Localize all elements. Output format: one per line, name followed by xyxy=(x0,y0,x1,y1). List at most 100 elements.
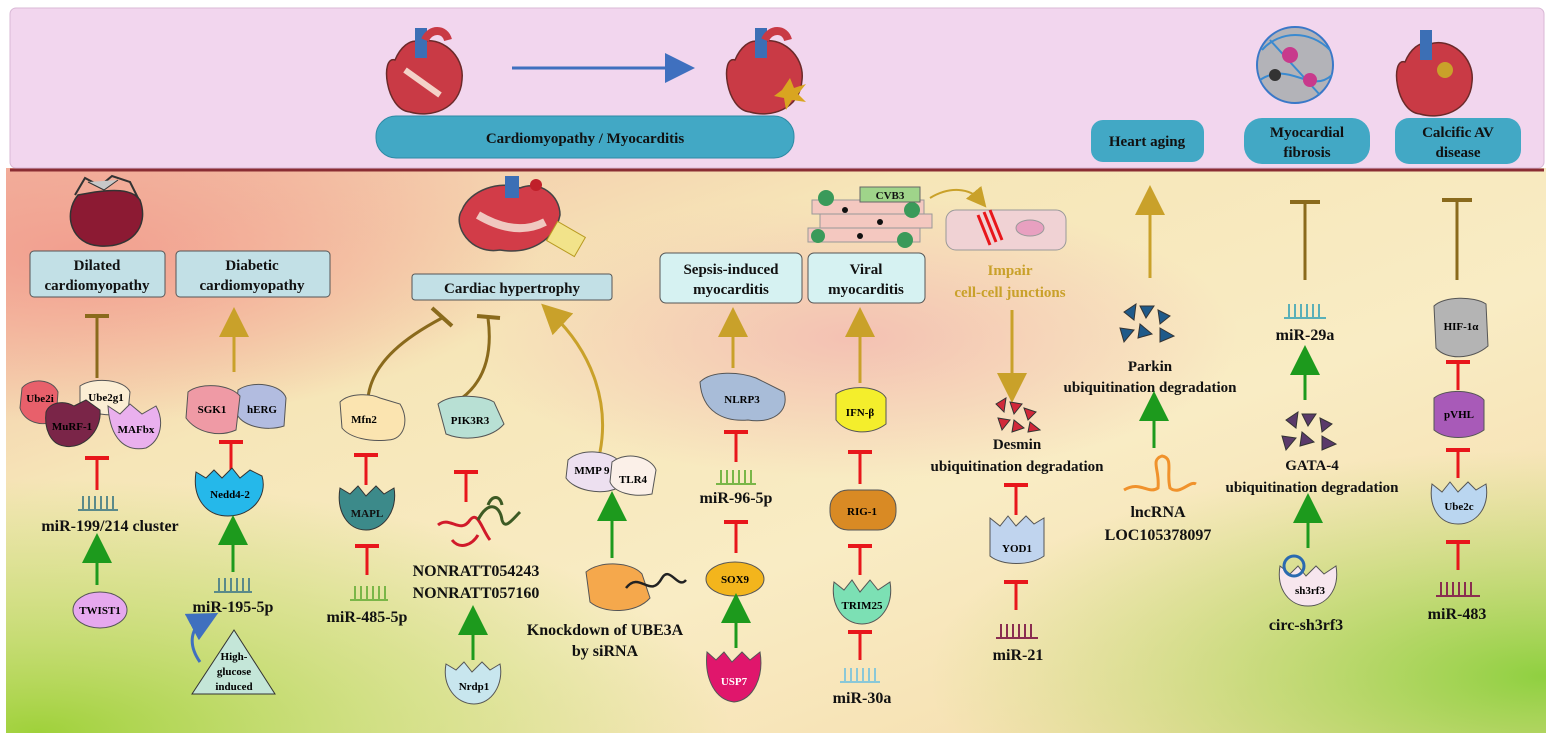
pill-fibrosis xyxy=(1244,118,1370,164)
mirna-icon-96 xyxy=(716,470,756,485)
heart-icon-normal xyxy=(385,27,463,115)
protein-mfn2: Mfn2 xyxy=(351,414,377,426)
inhibit-pik3r3 xyxy=(461,317,491,400)
label-mir29a: miR-29a xyxy=(1276,327,1335,344)
protein-pik3r3-shape xyxy=(437,395,505,439)
fibrosis-icon xyxy=(1256,26,1334,104)
desmin-fragments-icon xyxy=(995,397,1042,433)
protein-mapl-shape xyxy=(338,485,396,531)
box-dilated xyxy=(29,250,166,298)
protein-ube2c: Ube2c xyxy=(1444,501,1473,513)
protein-pvhl-shape xyxy=(1433,391,1485,438)
label-parkin-1: Parkin xyxy=(1128,359,1173,375)
label-sepsis-line1: Sepsis-induced xyxy=(683,262,779,278)
protein-ifnb-shape xyxy=(835,387,887,433)
box-viral xyxy=(807,252,926,304)
protein-ube2i: Ube2i xyxy=(26,393,54,405)
label-sepsis-line2: myocarditis xyxy=(693,282,769,298)
protein-pvhl: pVHL xyxy=(1444,409,1474,421)
circrna-icon xyxy=(1282,554,1306,578)
protein-sox9: SOX9 xyxy=(721,574,750,586)
mirna-icon-199 xyxy=(78,496,118,511)
mirna-icon-195 xyxy=(214,578,252,593)
protein-mmp9: MMP 9 xyxy=(574,465,610,477)
mirna-icon-21 xyxy=(996,624,1038,639)
label-circ: circ-sh3rf3 xyxy=(1269,617,1343,634)
label-mir195: miR-195-5p xyxy=(193,599,274,616)
label-lncrna-2: LOC105378097 xyxy=(1105,527,1212,544)
mirna-icon-30a xyxy=(840,668,880,683)
label-nonratt-1: NONRATT054243 xyxy=(413,563,540,580)
label-desmin-1: Desmin xyxy=(993,437,1042,453)
pill-fibrosis-line2: fibrosis xyxy=(1283,145,1330,161)
protein-nlrp3-shape xyxy=(699,372,786,422)
box-sepsis xyxy=(659,252,803,304)
pill-fibrosis-line1: Myocardial xyxy=(1270,125,1344,141)
label-mir485: miR-485-5p xyxy=(327,609,408,626)
label-impair-line2: cell-cell junctions xyxy=(954,285,1065,301)
label-highglucose-2: glucose xyxy=(217,666,251,678)
heart-icon-hypertrophy xyxy=(458,176,587,258)
protein-twist1-shape xyxy=(72,591,128,629)
protein-ube2c-shape xyxy=(1430,481,1488,525)
label-hypertrophy: Cardiac hypertrophy xyxy=(444,281,580,297)
pill-heart-aging xyxy=(1091,120,1204,162)
pill-calcific xyxy=(1395,118,1521,164)
heart-icon-dilated xyxy=(69,174,144,247)
arrow-high-glucose xyxy=(184,612,219,663)
pill-cardiomyopathy-label: Cardiomyopathy / Myocarditis xyxy=(486,131,684,147)
arrow-cvb3-junctions xyxy=(929,185,987,208)
mirna-icon-483 xyxy=(1436,582,1480,597)
label-knockdown-2: by siRNA xyxy=(572,643,639,660)
protein-sgk1: SGK1 xyxy=(198,404,227,416)
ubiquitin-complex-dilated: Ube2i Ube2g1 MuRF-1 MAFbx xyxy=(19,379,162,450)
label-mir483: miR-483 xyxy=(1428,606,1487,623)
mirna-icon-485 xyxy=(350,586,388,601)
protein-trim25-shape xyxy=(832,579,892,625)
mirna-icon-29a xyxy=(1284,304,1326,319)
label-viral-line2: myocarditis xyxy=(828,282,904,298)
protein-herg: hERG xyxy=(247,404,277,416)
protein-nedd42-shape xyxy=(194,467,264,517)
protein-nedd42: Nedd4-2 xyxy=(210,489,250,501)
protein-tlr4: TLR4 xyxy=(619,474,648,486)
pill-calcific-line1: Calcific AV xyxy=(1422,125,1494,141)
label-mir21: miR-21 xyxy=(993,647,1044,664)
label-lncrna-1: lncRNA xyxy=(1130,504,1186,521)
mmp9-tlr4-complex: MMP 9 TLR4 xyxy=(565,451,657,496)
protein-sh3rf3: sh3rf3 xyxy=(1295,585,1325,597)
protein-ifnb: IFN-β xyxy=(846,407,875,419)
cell-junction-icon xyxy=(945,209,1067,251)
pill-calcific-line2: disease xyxy=(1436,145,1481,161)
triangle-high-glucose xyxy=(191,629,276,695)
cvb3-label-box xyxy=(859,186,921,203)
protein-nrdp1: Nrdp1 xyxy=(459,681,490,693)
label-dilated-line2: cardiomyopathy xyxy=(45,278,151,294)
pill-cardiomyopathy xyxy=(375,115,795,159)
box-hypertrophy xyxy=(411,273,613,301)
label-nonratt-2: NONRATT057160 xyxy=(413,585,540,602)
protein-mapl: MAPL xyxy=(351,508,383,520)
label-cvb3: CVB3 xyxy=(876,190,905,202)
label-mir30a: miR-30a xyxy=(833,690,892,707)
label-dilated-line1: Dilated xyxy=(74,258,121,274)
box-diabetic xyxy=(175,250,331,298)
protein-yod1-shape xyxy=(989,515,1045,564)
protein-hif1a-shape xyxy=(1433,297,1489,358)
heart-icon-calcific xyxy=(1395,30,1473,117)
protein-pik3r3: PIK3R3 xyxy=(451,415,490,427)
label-knockdown-1: Knockdown of UBE3A xyxy=(527,622,684,639)
label-desmin-2: ubiquitination degradation xyxy=(931,459,1105,475)
protein-mafbx: MAFbx xyxy=(118,424,155,436)
sirna-protein-icon xyxy=(585,563,687,612)
protein-rig1: RIG-1 xyxy=(847,506,877,518)
label-diabetic-line1: Diabetic xyxy=(225,258,279,274)
parkin-fragments-icon xyxy=(1119,302,1176,344)
protein-mfn2-shape xyxy=(339,394,406,441)
protein-twist1: TWIST1 xyxy=(79,605,121,617)
protein-nrdp1-shape xyxy=(444,661,502,705)
label-highglucose-3: induced xyxy=(215,681,252,693)
protein-nlrp3: NLRP3 xyxy=(724,394,760,406)
label-mir96: miR-96-5p xyxy=(700,490,773,507)
